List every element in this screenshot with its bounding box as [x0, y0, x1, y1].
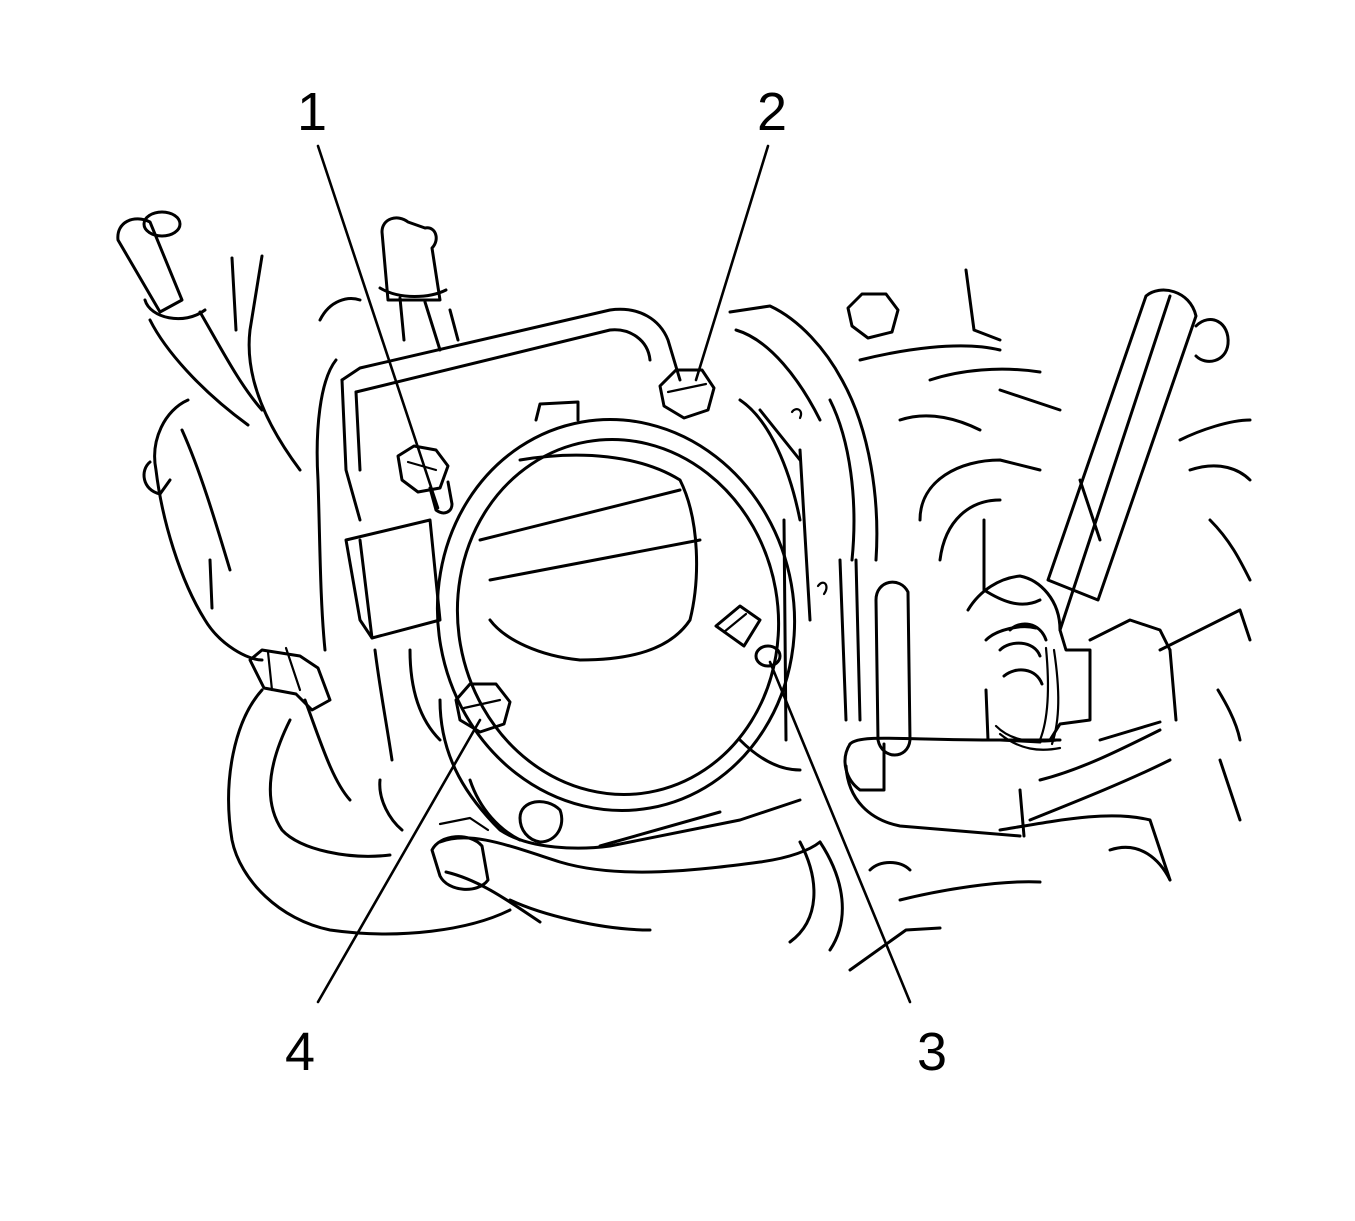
bolts: [396, 292, 900, 844]
bolt-2: [658, 368, 716, 420]
bolt-4: [454, 682, 512, 734]
callout-2: 2: [757, 82, 787, 142]
callout-4: 4: [285, 1022, 315, 1082]
callout-1: 1: [297, 82, 327, 142]
right-components: [843, 268, 1252, 972]
upper-hose: [378, 216, 460, 352]
leader-line-2: [694, 144, 770, 382]
leader-lines: [316, 144, 912, 1004]
callout-3: 3: [917, 1022, 947, 1082]
throttle-body-housing: [340, 304, 879, 850]
left-hoses: [116, 210, 512, 936]
leader-line-1: [316, 144, 440, 510]
throttle-bore: [435, 418, 797, 812]
leader-line-4: [316, 718, 482, 1004]
callout-labels: 1 2 3 4: [285, 82, 947, 1082]
bottom-hose: [430, 816, 844, 952]
bolt-1: [396, 444, 454, 515]
bolt-3: [754, 644, 782, 668]
leader-line-3: [768, 660, 912, 1004]
